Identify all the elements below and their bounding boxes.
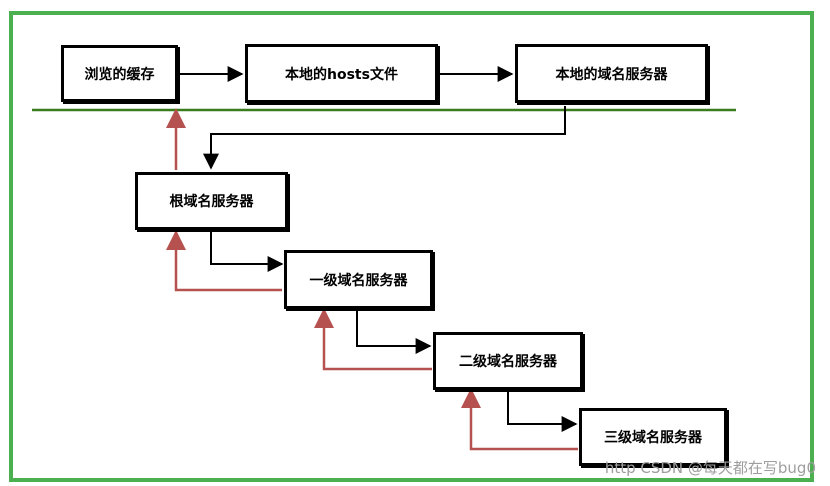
return-level3-to-level2 — [461, 388, 578, 451]
watermark: http CSDN @每天都在写bug0 — [604, 459, 816, 477]
node-local-dns: 本地的域名服务器 — [515, 44, 708, 103]
arrow-local-to-root — [203, 106, 566, 170]
return-level1-to-root — [166, 230, 282, 292]
return-level2-to-level1 — [314, 308, 432, 371]
node-level3-dns: 三级域名服务器 — [579, 408, 727, 466]
node-level1-dns: 一级域名服务器 — [284, 250, 433, 309]
node-root-dns: 根域名服务器 — [135, 172, 288, 230]
node-level2-dns: 二级域名服务器 — [433, 332, 583, 390]
diagram-frame — [9, 11, 814, 482]
arrow-level2-to-level3 — [507, 390, 578, 432]
node-hosts-file: 本地的hosts文件 — [245, 44, 438, 103]
arrow-root-to-level1 — [210, 231, 284, 272]
arrow-level1-to-level2 — [356, 310, 432, 354]
node-browser-cache: 浏览的缓存 — [61, 45, 178, 102]
